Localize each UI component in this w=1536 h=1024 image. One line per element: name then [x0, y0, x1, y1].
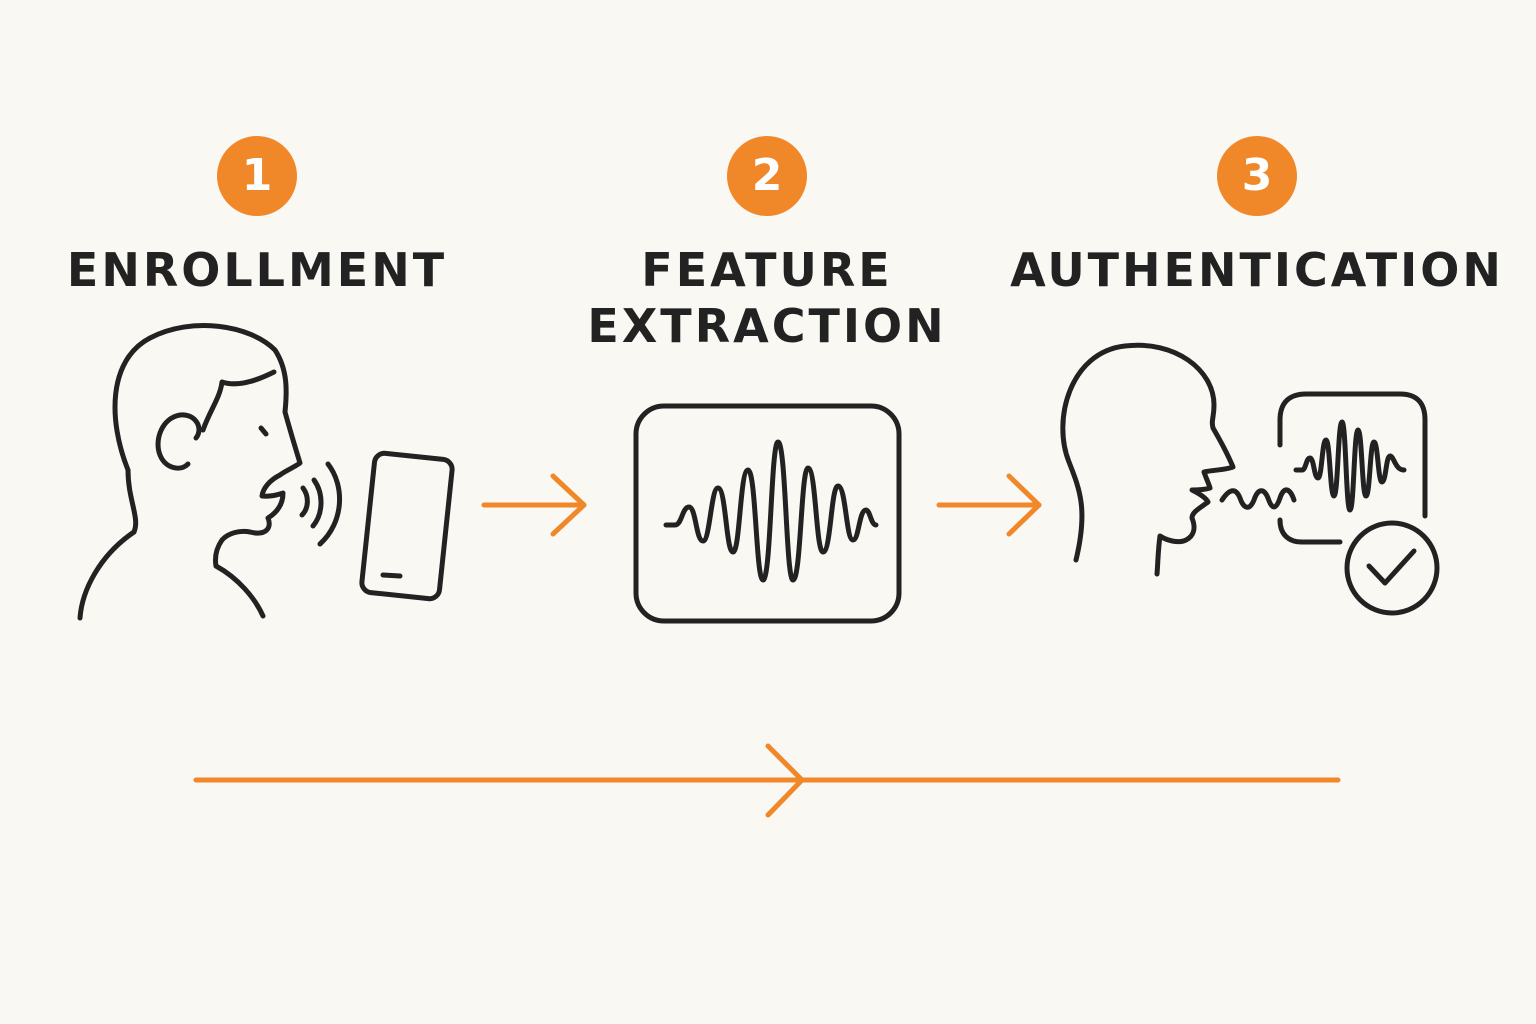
- step-2-title: FEATURE EXTRACTION: [567, 242, 967, 354]
- voice-wave-icon: [1219, 487, 1297, 510]
- person-speaking-icon: [1060, 342, 1236, 577]
- step-3-badge: 3: [1217, 136, 1297, 216]
- step-2-title-line-2: EXTRACTION: [587, 299, 947, 353]
- person-speaking-icon: [77, 323, 303, 621]
- step-1-title-line-1: ENROLLMENT: [66, 243, 448, 297]
- checkmark-circle-icon: [1344, 520, 1440, 616]
- smartphone-icon: [359, 450, 455, 602]
- arrow-right-icon: [936, 473, 1042, 537]
- step-3-title: AUTHENTICATION: [1007, 242, 1507, 298]
- step-1-title: ENROLLMENT: [57, 242, 457, 298]
- step-2-badge: 2: [727, 136, 807, 216]
- step-1-badge: 1: [217, 136, 297, 216]
- step-2-title-line-1: FEATURE: [641, 243, 893, 297]
- timeline-arrow: [193, 743, 1341, 818]
- arrow-right-icon: [481, 473, 587, 537]
- step-3-title-line-1: AUTHENTICATION: [1010, 243, 1504, 297]
- waveform-box-icon: [633, 403, 902, 624]
- sound-waves-icon: [299, 461, 342, 547]
- waveform-box-icon: [1277, 391, 1428, 545]
